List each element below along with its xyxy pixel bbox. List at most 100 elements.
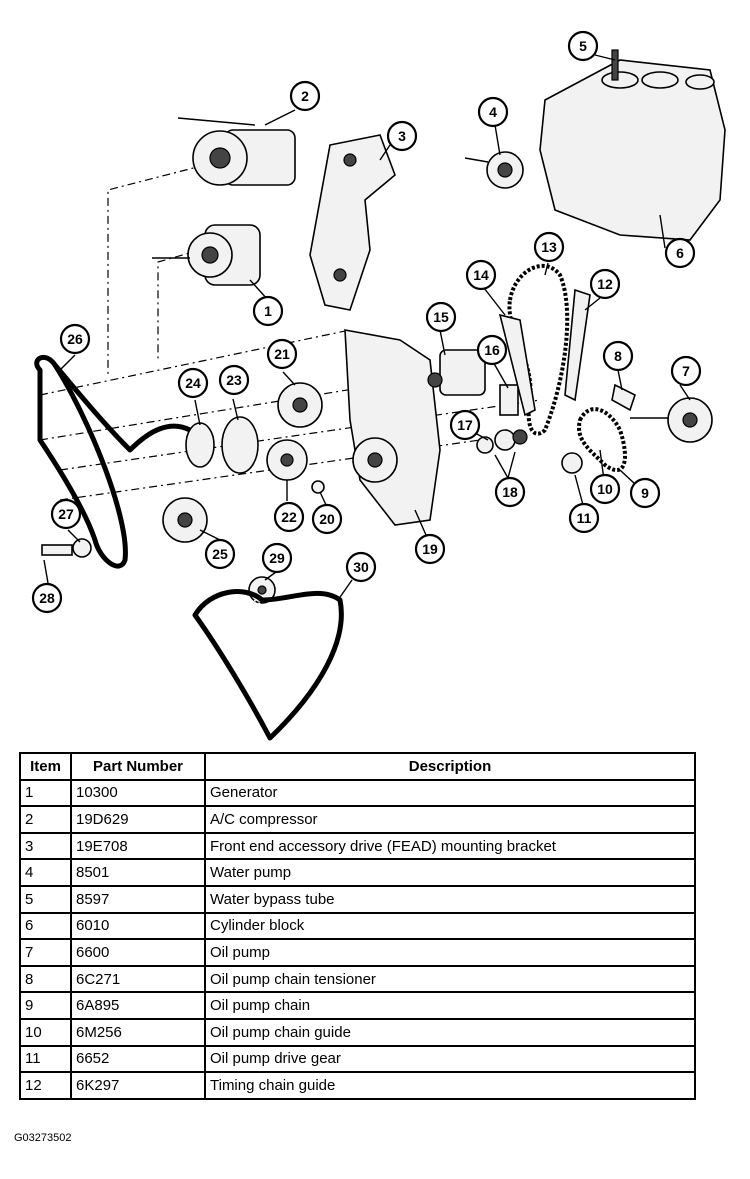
cell-item: 12 xyxy=(19,1071,72,1100)
cell-item: 7 xyxy=(19,938,72,967)
svg-text:12: 12 xyxy=(597,276,613,292)
svg-text:5: 5 xyxy=(579,38,587,54)
svg-text:27: 27 xyxy=(58,506,74,522)
callout-24: 24 xyxy=(177,367,209,399)
svg-text:8: 8 xyxy=(614,348,622,364)
callout-4: 4 xyxy=(477,96,509,128)
exploded-parts-diagram: 1 2 3 4 5 6 7 8 9 10 11 12 13 14 15 16 1… xyxy=(31,30,726,741)
svg-text:20: 20 xyxy=(319,511,335,527)
cell-item: 5 xyxy=(19,884,72,914)
cell-description: Water bypass tube xyxy=(204,884,696,914)
callout-10: 10 xyxy=(589,473,621,505)
cell-item: 1 xyxy=(19,778,72,808)
svg-text:1: 1 xyxy=(264,303,272,319)
callout-9: 9 xyxy=(629,477,661,509)
callout-21: 21 xyxy=(266,338,298,370)
callout-15: 15 xyxy=(425,301,457,333)
callout-22: 22 xyxy=(273,501,305,533)
svg-text:7: 7 xyxy=(682,363,690,379)
cell-part-number: 19D629 xyxy=(70,805,206,834)
header-item: Item xyxy=(19,752,72,781)
callout-5: 5 xyxy=(567,30,599,62)
callout-12: 12 xyxy=(589,268,621,300)
callout-16: 16 xyxy=(476,334,508,366)
callout-25: 25 xyxy=(204,538,236,570)
fead-bracket-drawing xyxy=(309,134,396,311)
cell-part-number: 6652 xyxy=(70,1044,206,1074)
svg-text:24: 24 xyxy=(185,375,201,391)
cell-item: 10 xyxy=(19,1017,72,1047)
svg-text:26: 26 xyxy=(67,331,83,347)
callout-23: 23 xyxy=(218,364,250,396)
callout-29: 29 xyxy=(261,542,293,574)
figure-code: G03273502 xyxy=(14,1132,72,1144)
cell-item: 11 xyxy=(19,1044,72,1074)
callout-20: 20 xyxy=(311,503,343,535)
svg-text:21: 21 xyxy=(274,346,290,362)
svg-text:13: 13 xyxy=(541,239,557,255)
pump-belt-drawing xyxy=(192,589,344,741)
callout-26: 26 xyxy=(59,323,91,355)
svg-text:18: 18 xyxy=(502,484,518,500)
svg-text:4: 4 xyxy=(489,104,497,120)
cell-part-number: 6C271 xyxy=(70,964,206,994)
accessory-belt-drawing xyxy=(34,354,192,569)
header-description: Description xyxy=(204,752,696,781)
cell-part-number: 8597 xyxy=(70,884,206,914)
cell-item: 6 xyxy=(19,911,72,941)
svg-text:15: 15 xyxy=(433,309,449,325)
crank-pulleys-drawing xyxy=(162,382,325,543)
cell-description: Oil pump chain guide xyxy=(204,1017,696,1047)
cell-description: Oil pump xyxy=(204,938,696,967)
callout-2: 2 xyxy=(289,80,321,112)
cell-part-number: 19E708 xyxy=(70,831,206,861)
svg-text:6: 6 xyxy=(676,245,684,261)
callout-28: 28 xyxy=(31,582,63,614)
svg-text:19: 19 xyxy=(422,541,438,557)
cell-description: Generator xyxy=(204,778,696,808)
callout-3: 3 xyxy=(386,120,418,152)
cell-item: 4 xyxy=(19,858,72,887)
cell-description: Cylinder block xyxy=(204,911,696,941)
callout-18: 18 xyxy=(494,476,526,508)
svg-text:17: 17 xyxy=(457,417,473,433)
svg-text:25: 25 xyxy=(212,546,228,562)
cell-part-number: 6010 xyxy=(70,911,206,941)
oil-pump-drawing xyxy=(630,397,713,443)
callout-1: 1 xyxy=(252,295,284,327)
cell-part-number: 8501 xyxy=(70,858,206,887)
svg-text:10: 10 xyxy=(597,481,613,497)
cell-part-number: 6M256 xyxy=(70,1017,206,1047)
cell-item: 8 xyxy=(19,964,72,994)
cell-description: Oil pump drive gear xyxy=(204,1044,696,1074)
svg-text:23: 23 xyxy=(226,372,242,388)
cell-part-number: 6K297 xyxy=(70,1071,206,1100)
callout-7: 7 xyxy=(670,355,702,387)
cell-item: 3 xyxy=(19,831,72,861)
front-cover-drawing xyxy=(344,329,441,526)
ac-compressor-drawing xyxy=(177,117,296,186)
oil-pump-chain-drawing xyxy=(561,383,636,474)
cell-description: Oil pump chain tensioner xyxy=(204,964,696,994)
callout-27: 27 xyxy=(50,498,82,530)
callout-11: 11 xyxy=(568,502,600,534)
callout-30: 30 xyxy=(345,551,377,583)
callout-leaders xyxy=(43,54,691,601)
cell-description: Timing chain guide xyxy=(204,1071,696,1100)
svg-text:30: 30 xyxy=(353,559,369,575)
timing-chain-drawing xyxy=(498,263,591,436)
cell-part-number: 6600 xyxy=(70,938,206,967)
water-pump-drawing xyxy=(464,151,524,189)
callout-19: 19 xyxy=(414,533,446,565)
svg-text:16: 16 xyxy=(484,342,500,358)
cell-description: A/C compressor xyxy=(204,805,696,834)
callout-8: 8 xyxy=(602,340,634,372)
